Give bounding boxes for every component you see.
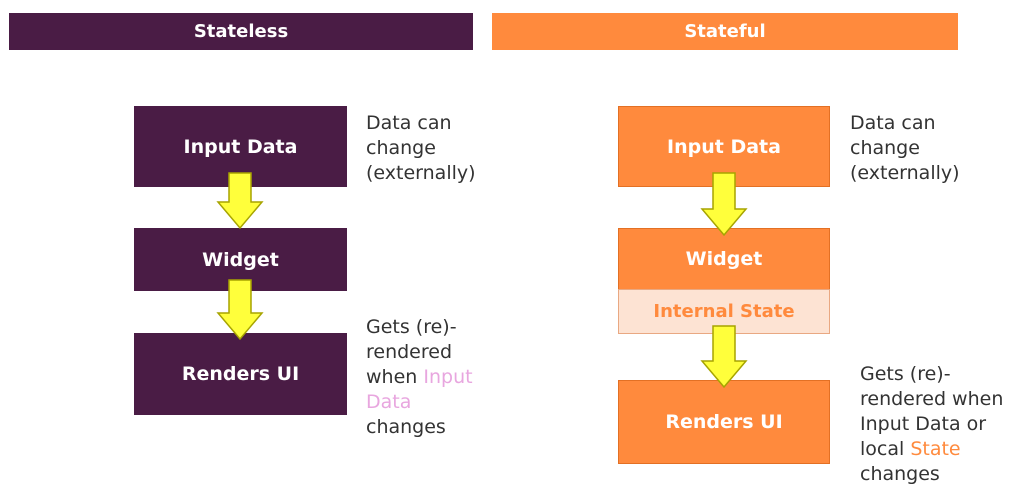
stateless-header: Stateless (9, 13, 473, 50)
stateful-renders-ui-box: Renders UI (618, 380, 830, 464)
stateful-note-bottom-line-3: Input Data or (860, 413, 987, 435)
stateless-note-rerender: Gets (re)- rendered when Input Data chan… (366, 315, 473, 440)
stateless-arrow-input-to-widget (216, 172, 264, 230)
stateful-note-rerender: Gets (re)- rendered when Input Data or l… (860, 362, 1003, 487)
stateless-arrow-widget-to-renders (216, 279, 264, 341)
stateless-header-label: Stateless (193, 21, 289, 42)
stateless-widget-label: Widget (202, 248, 279, 271)
stateful-arrow-input-to-widget (700, 172, 748, 237)
stateless-note-highlight-input: Input (423, 366, 473, 388)
stateful-note-top-line-1: Data can (850, 112, 936, 134)
stateful-renders-ui-label: Renders UI (665, 411, 783, 433)
stateful-header-label: Stateful (684, 21, 766, 42)
stateful-header: Stateful (492, 13, 958, 50)
stateful-note-top-line-3: (externally) (850, 162, 960, 184)
stateful-note-top-line-2: change (850, 137, 920, 159)
stateful-arrow-state-to-renders (700, 325, 748, 389)
stateful-note-data-change: Data can change (externally) (850, 111, 960, 186)
stateless-note-when: when (366, 366, 424, 388)
stateful-note-bottom-line-2: rendered when (860, 388, 1004, 410)
stateful-note-bottom-line-1: Gets (re)- (860, 363, 951, 385)
stateless-note-top-line-3: (externally) (366, 162, 476, 184)
stateful-note-highlight-state: State (910, 438, 961, 460)
stateless-note-bottom-line-5: changes (366, 416, 446, 438)
stateful-note-bottom-line-4: local State (860, 437, 1003, 462)
stateless-note-top-line-1: Data can (366, 112, 452, 134)
stateful-internal-state-label: Internal State (653, 301, 795, 322)
stateful-internal-state-box: Internal State (618, 289, 830, 334)
stateful-widget-label: Widget (685, 248, 763, 270)
stateful-widget-box: Widget (618, 228, 830, 290)
stateless-renders-ui-box: Renders UI (134, 333, 347, 415)
stateless-note-data-change: Data can change (externally) (366, 111, 476, 186)
stateful-input-data-label: Input Data (667, 135, 781, 158)
stateless-note-bottom-line-3: when Input (366, 365, 473, 390)
stateful-note-local: local (860, 438, 911, 460)
stateful-note-bottom-line-5: changes (860, 463, 940, 485)
stateless-note-top-line-2: change (366, 137, 436, 159)
stateless-input-data-label: Input Data (183, 135, 298, 158)
stateless-renders-ui-label: Renders UI (181, 363, 300, 385)
stateless-note-bottom-line-2: rendered (366, 341, 453, 363)
stateless-note-bottom-line-1: Gets (re)- (366, 316, 457, 338)
stateless-note-highlight-data: Data (366, 391, 412, 413)
